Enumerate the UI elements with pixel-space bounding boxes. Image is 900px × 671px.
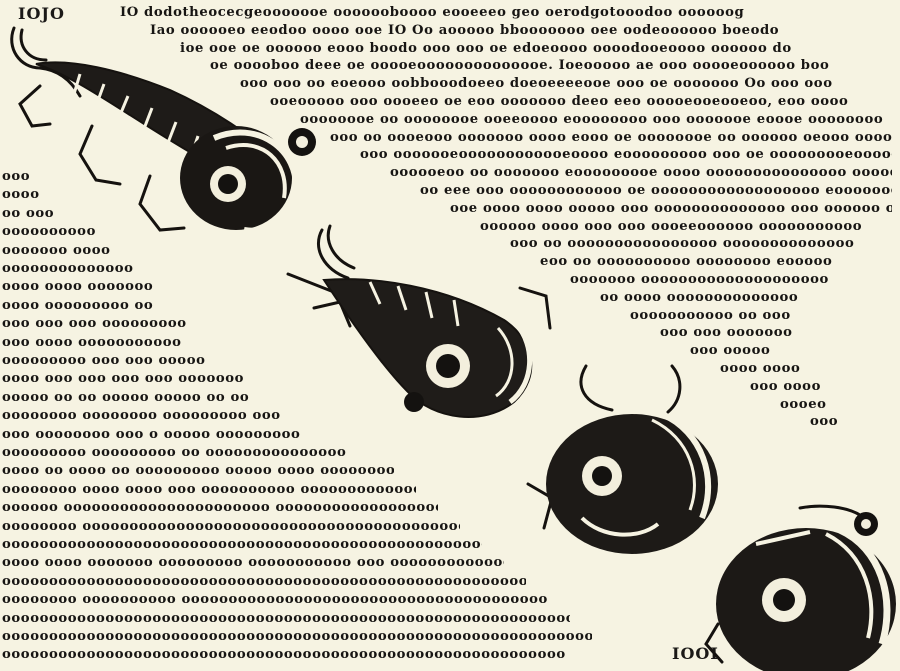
text-line: oooooooo oooooooooo oooooooooooooooooooo… <box>2 592 548 608</box>
text-line: ooo ooo ooooooo <box>660 325 793 341</box>
text-line: oo ooo <box>2 205 55 221</box>
text-line: ooo oo oooooooooooooooo oooooooooooooo <box>510 236 855 252</box>
upper-right-text-column: IO dodotheocecgeooooooe ooooooboooo eooe… <box>120 5 892 430</box>
text-line: oooo oooo ooooooo ooooooooo ooooooooooo … <box>2 555 504 571</box>
text-line: Iao oooooeo eeodoo oooo ooe IO Oo aooooo… <box>150 22 780 38</box>
text-line: oooooo oooo ooo ooo oooeeoooooo oooooooo… <box>480 218 863 234</box>
text-line: oooooo oooooooooooooooooooooo oooooooooo… <box>2 500 438 516</box>
text-line: ooooo oo oo ooooo ooooo oo oo <box>2 389 250 405</box>
text-line: oooo ooooooooo oo <box>2 297 154 313</box>
text-line: ooe oooo oooo ooooo ooo oooooooooooooo o… <box>450 200 892 216</box>
text-line: ooo oooo ooooooooooo <box>2 334 182 350</box>
text-line: oooooooooooooooooooooooooooooooooooooooo… <box>2 537 482 552</box>
text-line: oooooeoo oo ooooooo eooooooooe oooo oooo… <box>390 165 892 181</box>
creature-figure-1 <box>0 8 330 248</box>
text-line: oooooooooooooooooooooooooooooooooooooooo… <box>2 573 526 589</box>
text-line: oe ooooboo deee oe ooooeoooooooooooooe. … <box>210 58 830 74</box>
text-line: oooo oooo ooooooo <box>2 279 154 295</box>
text-line: oooeo <box>780 396 827 412</box>
text-line: ooooooooo ooo ooo ooooo <box>2 353 206 368</box>
text-line: eoo oo oooooooooo oooooooo eooooo <box>540 254 833 270</box>
text-line: ooooooooooo oo ooo <box>630 307 791 323</box>
text-line: oooooooooooooooooooooooooooooooooooooooo… <box>2 647 566 663</box>
text-line: ooooooooo ooooooooo oo ooooooooooooooo <box>2 445 347 460</box>
corner-label-top-left: IOJO <box>18 4 65 23</box>
creature-figure-2 <box>284 216 564 426</box>
text-line: ioe ooe oe oooooo eooo boodo ooo ooo oe … <box>180 40 792 56</box>
text-line: oooooooooo <box>2 224 96 240</box>
text-line: oooooooooooooo <box>2 261 134 276</box>
text-line: ooo ooooo <box>690 343 771 359</box>
text-line: ooo <box>810 414 839 430</box>
text-line: ooo ooo oo eoeooo oobbooodoeeo doeoeeeeo… <box>240 76 833 92</box>
text-line: ooo oooooooo ooo o ooooo ooooooooo <box>2 426 301 442</box>
text-line: oooo oo oooo oo ooooooooo ooooo oooo ooo… <box>2 463 394 479</box>
text-line: oooooooooooooooooooooooooooooooooooooooo… <box>2 610 570 626</box>
text-line: oooooooo ooooooooooooooooooooooooooooooo… <box>2 518 460 534</box>
text-line: oooo ooo ooo ooo ooo ooooooo <box>2 371 245 387</box>
creature-figure-4 <box>700 504 900 671</box>
text-line: oooooooooooooooooooooooooooooooooooooooo… <box>2 629 592 644</box>
text-line: ooo ooo ooo ooooooooo <box>2 316 187 332</box>
text-line: oooo oooo <box>720 361 801 376</box>
creature-figure-3 <box>522 358 722 558</box>
text-line: ooo oo oooeooo ooooooo oooo eooo oe oooo… <box>330 129 892 145</box>
text-line: IO dodotheocecgeooooooe ooooooboooo eooe… <box>120 5 745 20</box>
text-line: oo eee ooo oooooooooooo oe ooooooooooooo… <box>420 183 892 198</box>
text-line: ooooooo oooo <box>2 242 111 258</box>
text-line: ooo oooo <box>750 378 821 394</box>
text-line: oooooooo oooooooo ooooooooo ooo <box>2 408 281 424</box>
corner-label-bottom-right: IOOI <box>672 644 719 663</box>
text-line: oooo <box>2 187 40 203</box>
text-line: ooo ooooooeoooooooooooeoooo eooooooooo o… <box>360 147 892 163</box>
text-line: ooeooooo ooo oooeeo oe eoo ooooooo deeo … <box>270 94 849 109</box>
text-line: oooooooo oooo oooo ooo oooooooooo oooooo… <box>2 481 416 497</box>
text-line: ooo <box>2 169 31 184</box>
text-line: ooooooo oooooooooooooooooooo <box>570 272 829 287</box>
text-line: oooooooe oo oooooooe ooeeoooo eoooooooo … <box>300 111 884 127</box>
text-line: oo oooo oooooooooooooo <box>600 289 799 305</box>
